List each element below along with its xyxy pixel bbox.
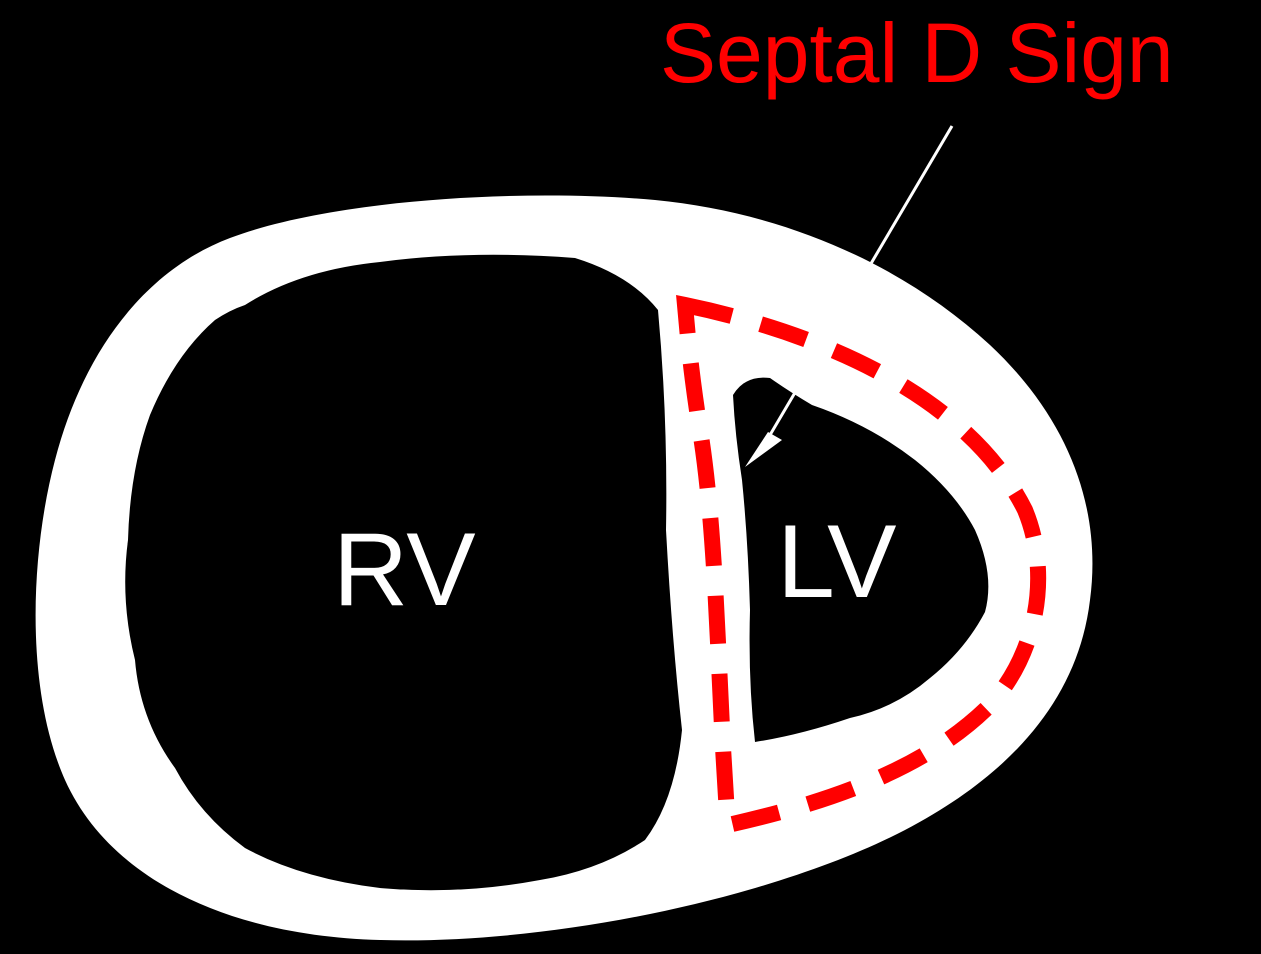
left-ventricle-label: LV (777, 504, 897, 620)
diagram-title: Septal D Sign (660, 6, 1174, 100)
right-ventricle-label: RV (333, 512, 476, 628)
